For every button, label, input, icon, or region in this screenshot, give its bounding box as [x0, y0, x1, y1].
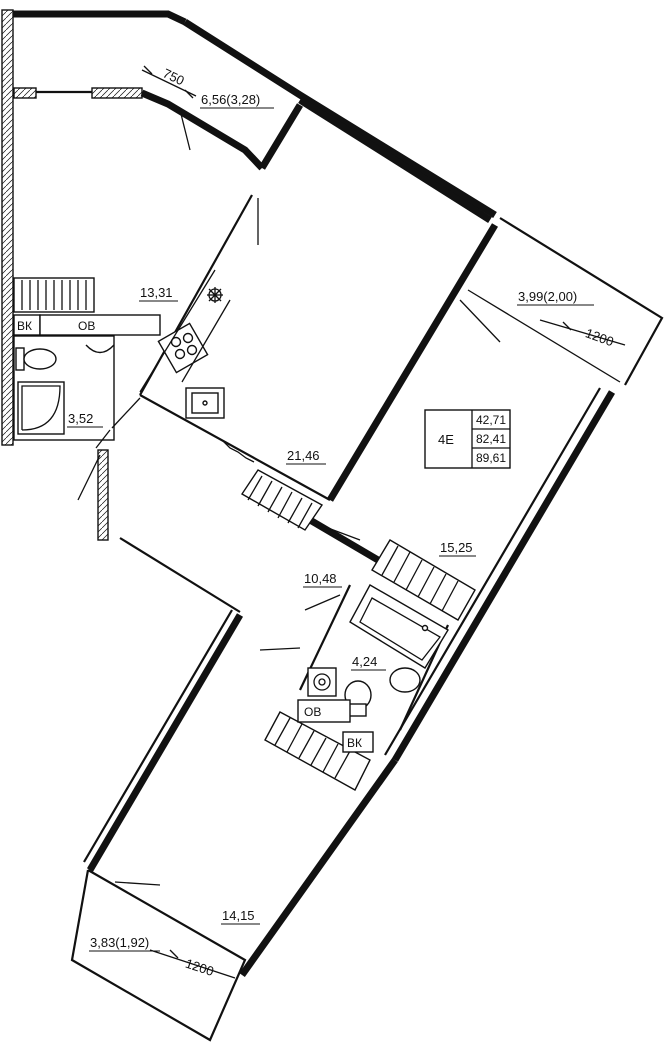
unit-area-with-balcony: 89,61	[476, 451, 506, 465]
marker-vk-left: ВК	[17, 319, 32, 333]
dimension-markers: 750 1200 1200	[141, 65, 626, 979]
unit-area-total: 82,41	[476, 432, 506, 446]
dimension-bottom: 1200	[184, 956, 216, 979]
area-bath-right: 4,24	[352, 654, 377, 669]
exterior-walls	[1, 9, 664, 1042]
radiators	[13, 277, 476, 791]
area-balcony-right: 3,99(2,00)	[518, 289, 577, 304]
area-balcony-bottom: 3,83(1,92)	[90, 935, 149, 950]
unit-info-box: 4E 42,71 82,41 89,61	[424, 409, 511, 469]
marker-ov-right: ОВ	[304, 705, 321, 719]
area-room-bottom: 14,15	[222, 908, 255, 923]
area-kitchen: 21,46	[287, 448, 320, 463]
marker-vk-right: ВК	[347, 736, 362, 750]
room-labels: 6,56(3,28) 13,31 3,52 21,46 3,99(2,00) 1…	[67, 92, 594, 952]
area-room-left: 13,31	[140, 285, 173, 300]
dimension-right: 1200	[584, 325, 616, 349]
unit-area-living: 42,71	[476, 413, 506, 427]
top-loggia	[13, 87, 303, 171]
area-hall: 10,48	[304, 571, 337, 586]
unit-code: 4E	[438, 432, 454, 447]
area-room-right: 15,25	[440, 540, 473, 555]
marker-ov-left: ОВ	[78, 319, 95, 333]
area-bath-left: 3,52	[68, 411, 93, 426]
dimension-top: 750	[161, 66, 187, 89]
area-loggia-top: 6,56(3,28)	[201, 92, 260, 107]
shaft-markers: ВК ОВ ОВ ВК	[17, 319, 362, 750]
fixtures	[13, 269, 449, 753]
